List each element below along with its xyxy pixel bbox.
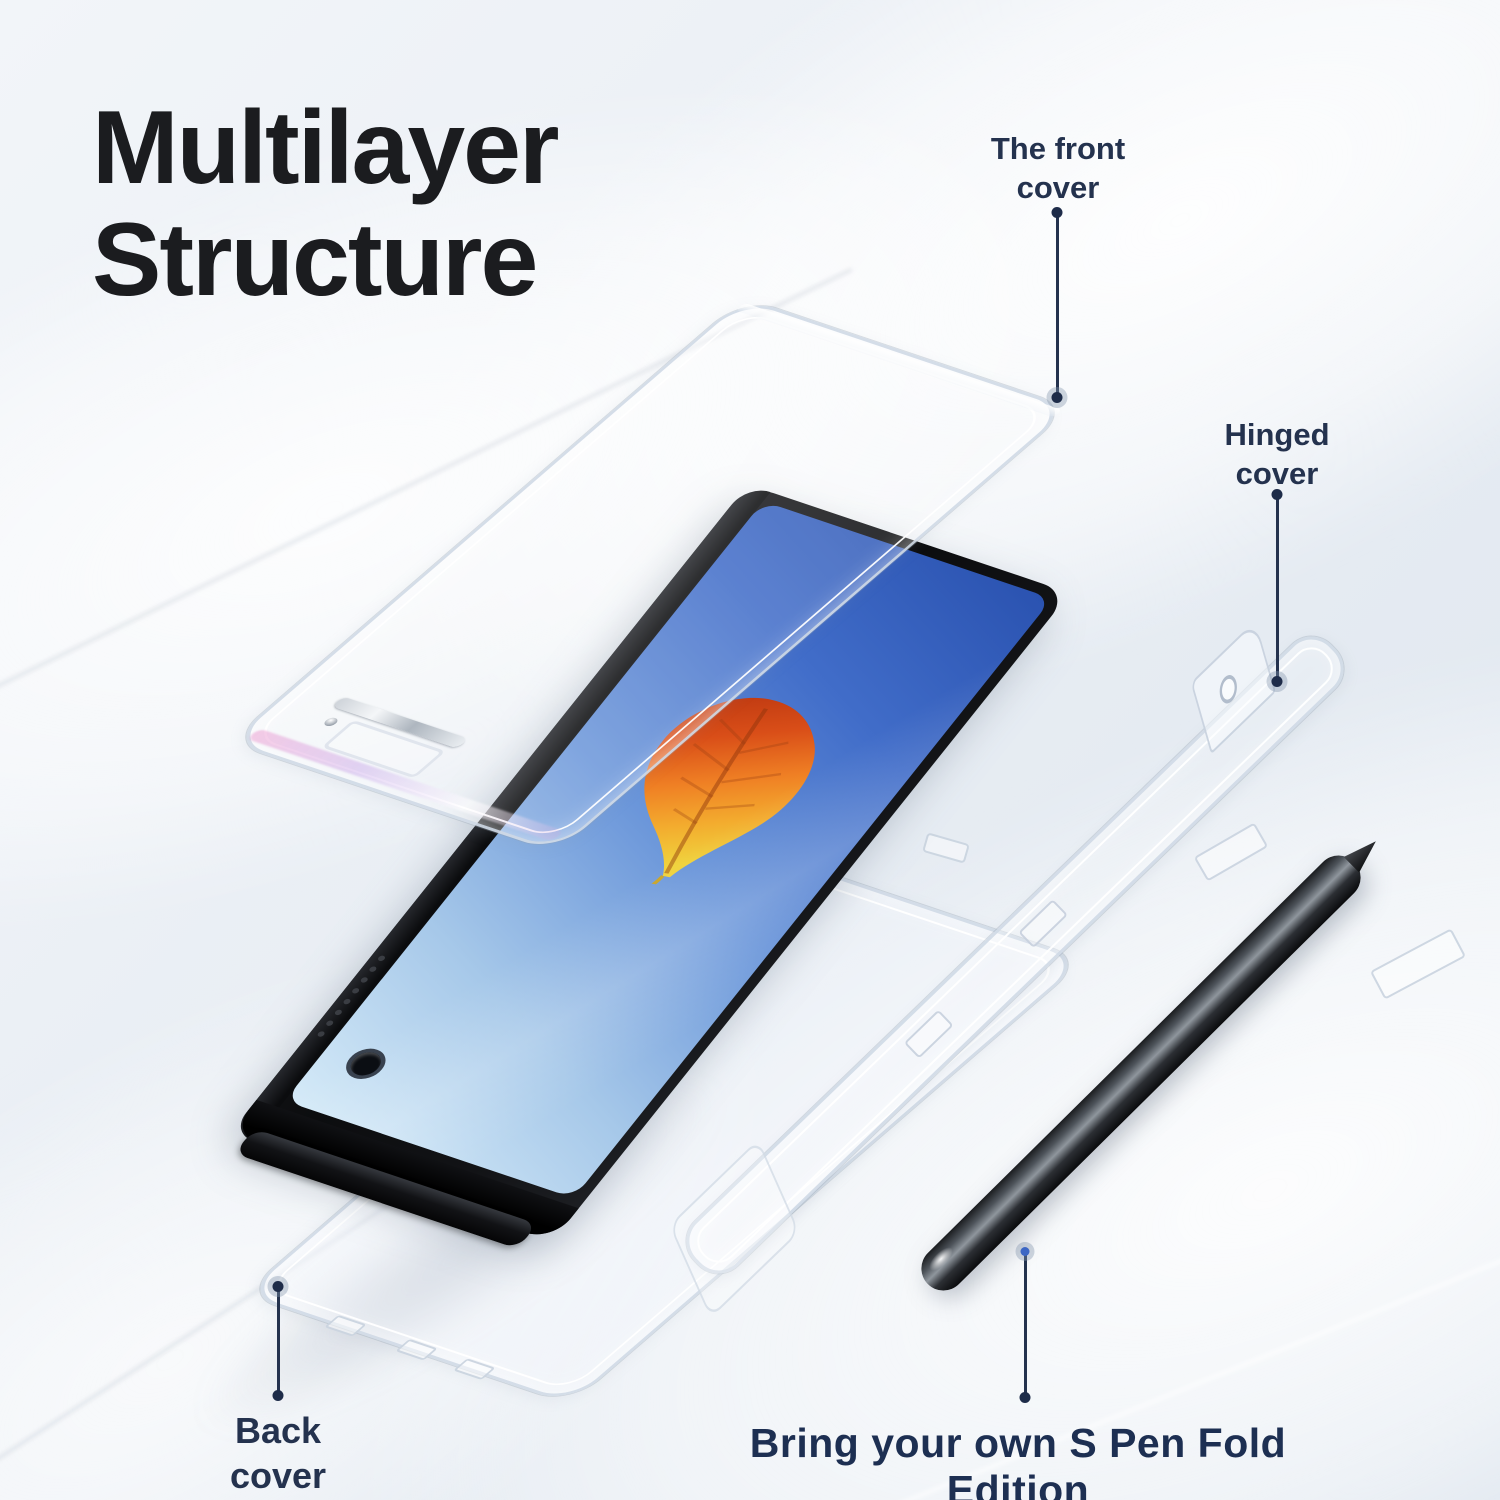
hinged-cover-slot — [903, 1009, 954, 1059]
leader-dot — [1020, 1247, 1030, 1256]
back-cover-label: Back cover — [158, 1408, 398, 1498]
back-cover-tab — [453, 1358, 496, 1381]
leader-dot — [1019, 1392, 1031, 1403]
back-cover-label-line1: Back — [234, 1410, 322, 1451]
hinged-cover-slot — [1017, 899, 1068, 949]
hinged-cover-label-line2: cover — [1235, 455, 1319, 491]
hinged-cover-label: Hinged cover — [1157, 416, 1397, 494]
back-cover-leader-line — [272, 1281, 284, 1401]
leader-dot — [272, 1390, 284, 1401]
leader-dot — [1051, 207, 1063, 218]
leader-dot — [1051, 392, 1063, 403]
front-cover-label-line2: cover — [1016, 169, 1100, 205]
case-clip-fragment — [1369, 928, 1467, 1000]
front-cover-leader-line — [1051, 207, 1063, 403]
hinged-cover-leader-line — [1271, 489, 1283, 687]
s-pen-leader-line — [1019, 1247, 1031, 1403]
page-title-line1: Multilayer — [92, 89, 559, 206]
leader-dot — [272, 1281, 284, 1292]
front-cover-label: The front cover — [938, 130, 1178, 208]
hinged-cover-flap — [1190, 620, 1276, 755]
hinged-cover-label-line1: Hinged — [1224, 417, 1330, 452]
case-clip-fragment — [1193, 822, 1269, 882]
case-clip-fragment — [922, 832, 970, 864]
leader-dot — [1271, 676, 1283, 687]
s-pen-caption: Bring your own S Pen Fold Edition — [749, 1420, 1287, 1500]
front-cover-label-line1: The front — [990, 131, 1126, 166]
back-cover-label-line2: cover — [229, 1455, 327, 1496]
front-cover-edge-highlight — [735, 302, 1063, 418]
front-cover-screw — [321, 716, 341, 728]
s-pen-illustration — [912, 846, 1369, 1300]
s-pen-tip — [1344, 833, 1384, 873]
page-title-line2: Structure — [92, 201, 538, 318]
